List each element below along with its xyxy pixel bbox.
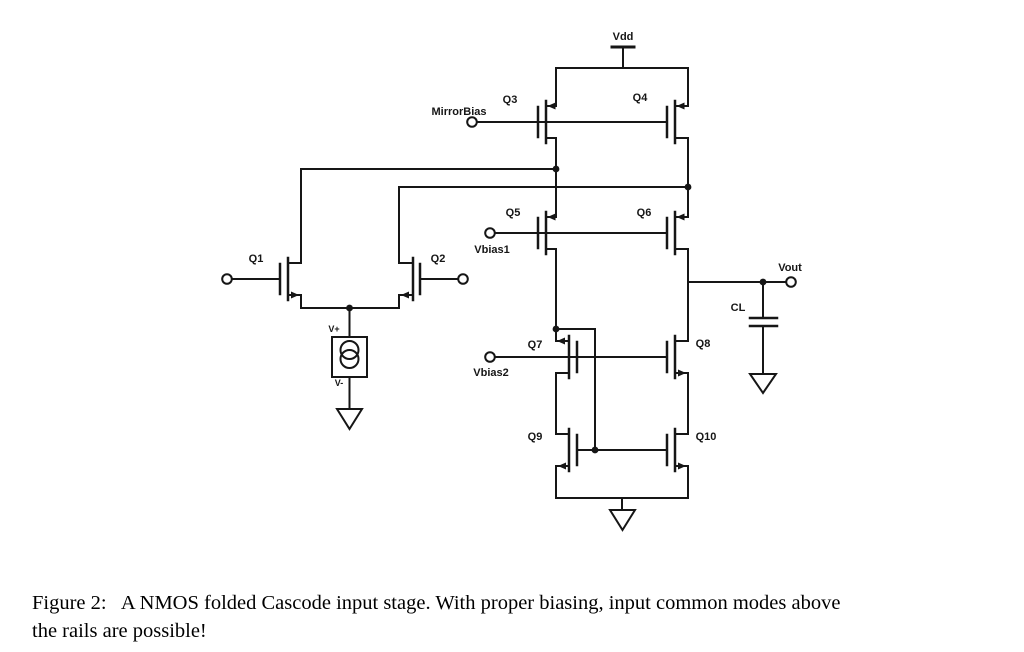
q4-leads — [674, 105, 689, 139]
power-rail-wires — [555, 46, 689, 107]
caption-line-2: the rails are possible! — [32, 619, 207, 642]
q4-label: Q4 — [633, 92, 649, 104]
diff-pair-wires — [231, 168, 459, 410]
q9-leads — [555, 433, 570, 467]
q1-label: Q1 — [249, 253, 264, 265]
transistor-q2 — [398, 256, 422, 302]
schematic-labels: Vdd MirrorBias Q3 Q4 Q5 Q6 Vbias1 Q1 Q2 … — [249, 31, 802, 443]
ground-icon-cl — [748, 373, 778, 395]
transistor-q6 — [665, 210, 689, 256]
current-source-circle-bottom — [339, 349, 360, 369]
current-source-box — [331, 336, 368, 378]
transistor-q7 — [555, 334, 579, 380]
mirrorbias-label: MirrorBias — [431, 106, 486, 118]
q10-leads — [674, 433, 689, 467]
terminal-vbias2 — [484, 351, 496, 363]
q2-source-arrow-icon — [401, 291, 409, 299]
q8-label: Q8 — [696, 338, 711, 350]
q5-source-arrow-icon — [547, 213, 556, 221]
q1-source-arrow-icon — [291, 291, 299, 299]
q3-label: Q3 — [503, 94, 518, 106]
junction-dot — [346, 304, 353, 312]
q6-source-arrow-icon — [676, 213, 685, 221]
ground-icon-bottom — [608, 509, 637, 532]
junction-dot — [759, 278, 767, 286]
junction-dot — [684, 183, 692, 191]
ground-icon-tail — [335, 408, 364, 431]
q8-source-arrow-icon — [678, 369, 686, 377]
terminal-vbias1 — [484, 227, 496, 239]
transistor-q5 — [536, 210, 557, 256]
transistor-q3 — [536, 99, 557, 145]
figure-caption: Figure 2: A NMOS folded Cascode input st… — [32, 590, 1007, 645]
io-terminals — [221, 116, 797, 363]
caption-line-1: Figure 2: A NMOS folded Cascode input st… — [32, 592, 841, 614]
q6-label: Q6 — [637, 207, 652, 219]
terminal-q2-input — [457, 273, 469, 285]
vdd-label: Vdd — [613, 31, 634, 43]
terminal-vout — [785, 276, 797, 288]
q6-leads — [674, 216, 689, 250]
q3-source-arrow-icon — [547, 102, 556, 110]
vout-label: Vout — [778, 262, 802, 274]
tail-current-source — [331, 336, 368, 378]
q5-label: Q5 — [506, 207, 521, 219]
transistor-q4 — [665, 99, 689, 145]
load-capacitor — [748, 316, 779, 328]
terminal-mirrorbias — [466, 116, 478, 128]
junction-dot — [591, 446, 599, 454]
transistor-q9 — [555, 427, 579, 473]
q7-label: Q7 — [528, 339, 543, 351]
q2-leads — [398, 262, 414, 296]
vbias2-label: Vbias2 — [473, 367, 508, 379]
output-wires — [687, 281, 787, 375]
junction-dot — [552, 165, 560, 173]
q9-source-arrow-icon — [558, 462, 566, 470]
current-source-circle-top — [339, 340, 360, 360]
vminus-label: V- — [335, 378, 344, 388]
terminal-q1-input — [221, 273, 233, 285]
bottom-rail-wires — [555, 497, 689, 511]
schematic-wiring — [231, 45, 787, 511]
q7-source-arrow-icon — [557, 337, 565, 345]
q10-label: Q10 — [696, 431, 717, 443]
q2-label: Q2 — [431, 253, 446, 265]
q1-leads — [287, 262, 302, 296]
capacitor-plates — [748, 316, 779, 328]
cl-label: CL — [731, 302, 746, 314]
junction-dot — [552, 325, 560, 333]
transistor-q10 — [665, 427, 689, 473]
q4-source-arrow-icon — [676, 102, 685, 110]
q8-leads — [674, 340, 689, 374]
q9-label: Q9 — [528, 431, 543, 443]
vplus-label: V+ — [328, 324, 339, 334]
vbias1-label: Vbias1 — [474, 244, 509, 256]
gate-bias-lines — [476, 121, 668, 451]
q10-source-arrow-icon — [678, 462, 686, 470]
fold-link-wires — [300, 168, 689, 451]
transistor-q1 — [278, 256, 302, 302]
transistor-q8 — [665, 334, 689, 380]
junction-dots — [346, 165, 767, 454]
